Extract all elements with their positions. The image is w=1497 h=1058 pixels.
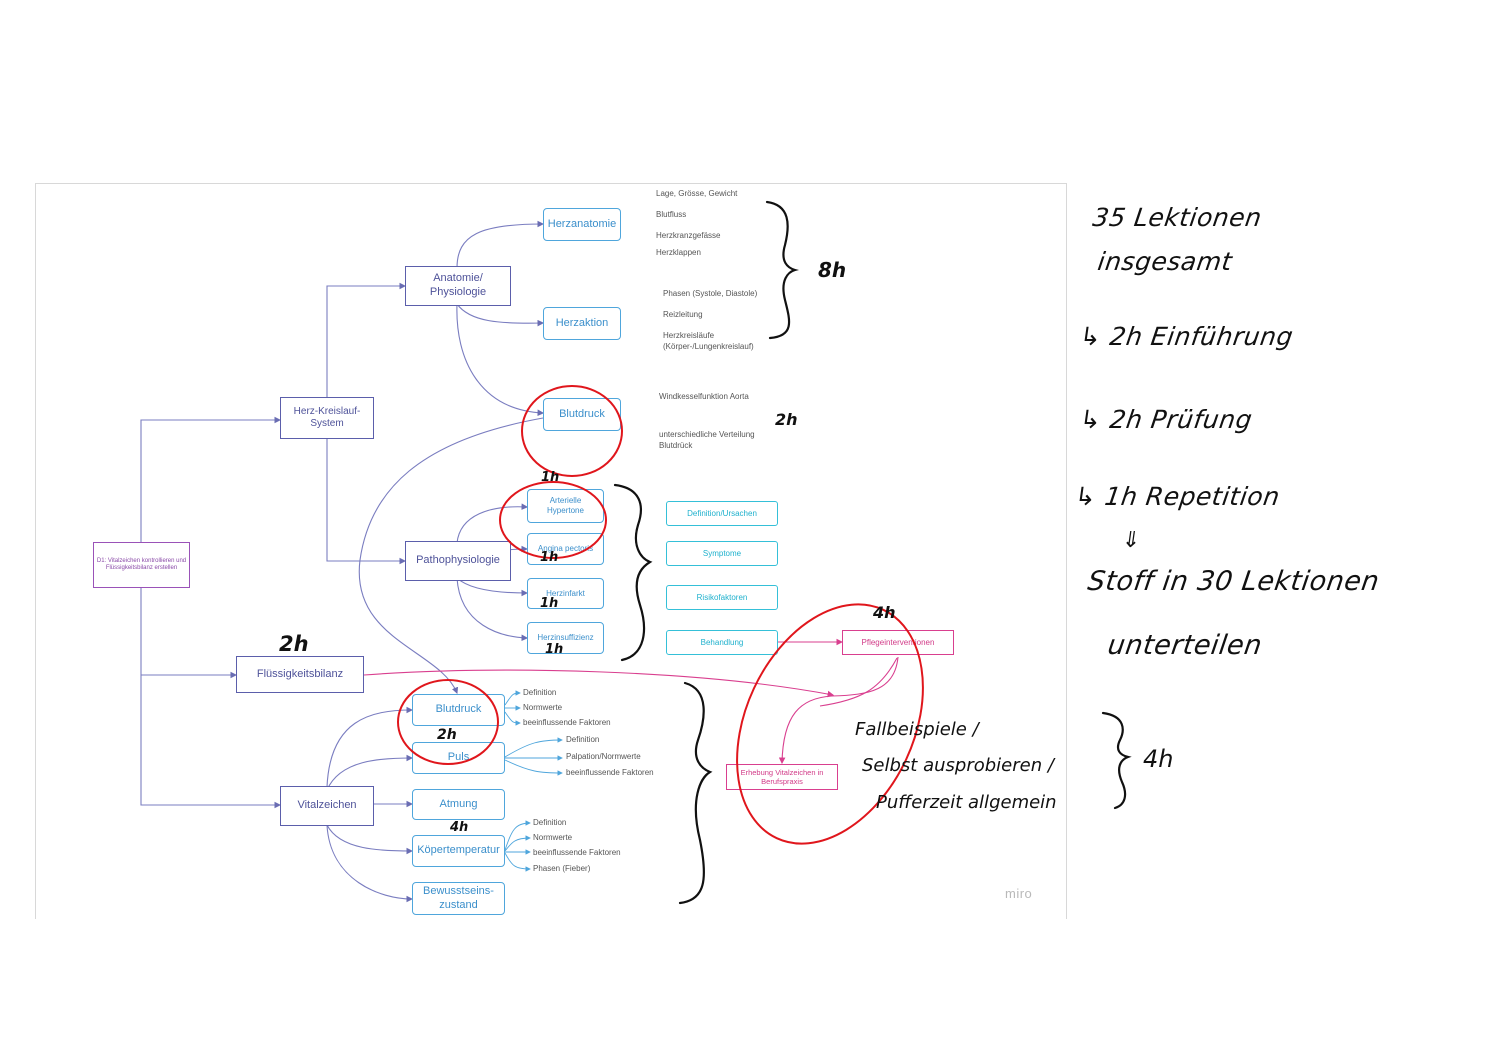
node-herz-kreislauf[interactable]: Herz-Kreislauf- System — [280, 397, 374, 439]
note-repetition: ↳ 1h Repetition — [1072, 482, 1282, 511]
label-kt-phasen: Phasen (Fieber) — [533, 864, 591, 873]
note-35-lektionen: 35 Lektionen — [1090, 203, 1264, 232]
hand-1h-herzinfarkt: 1h — [540, 596, 559, 611]
node-atmung[interactable]: Atmung — [412, 789, 505, 820]
label-herzkreislaeufe: Herzkreisläufe (Körper-/Lungenkreislauf) — [663, 331, 754, 351]
node-herzinsuffizienz[interactable]: Herzinsuffizienz — [527, 622, 604, 654]
label-herzklappen: Herzklappen — [656, 248, 701, 257]
hand-selbst-ausprobieren: Selbst ausprobieren / — [862, 755, 1054, 776]
label-lage: Lage, Grösse, Gewicht — [656, 189, 738, 198]
label-bd-definition: Definition — [523, 688, 557, 697]
label-reizleitung: Reizleitung — [663, 310, 703, 319]
node-blutdruck-top[interactable]: Blutdruck — [543, 398, 621, 431]
brace-vital — [678, 681, 713, 905]
node-pflegeinterventionen[interactable]: Pflegeinterventionen — [842, 630, 954, 655]
brace-patho — [613, 483, 653, 662]
hand-4h-pflege: 4h — [873, 603, 896, 622]
node-herzaktion[interactable]: Herzaktion — [543, 307, 621, 340]
note-insgesamt: insgesamt — [1095, 247, 1235, 276]
node-anatomie[interactable]: Anatomie/ Physiologie — [405, 266, 511, 306]
label-kt-definition: Definition — [533, 818, 567, 827]
brace-anatomie — [765, 200, 799, 340]
hand-2h-blutdruck: 2h — [775, 410, 798, 429]
label-puls-definition: Definition — [566, 735, 600, 744]
label-kt-normwerte: Normwerte — [533, 833, 573, 842]
red-circle-blutdruck-vital — [397, 679, 499, 765]
root-node[interactable]: D1: Vitalzeichen kontrollieren und Flüss… — [93, 542, 190, 588]
node-pathophysiologie[interactable]: Pathophysiologie — [405, 541, 511, 581]
node-vitalzeichen[interactable]: Vitalzeichen — [280, 786, 374, 826]
label-kt-faktoren: beeinflussende Faktoren — [533, 848, 621, 857]
note-stoff: Stoff in 30 Lektionen — [1085, 566, 1382, 597]
label-blutfluss: Blutfluss — [656, 210, 687, 219]
hand-fallbeispiele: Fallbeispiele / — [855, 719, 979, 740]
note-pruefung: ↳ 2h Prüfung — [1077, 405, 1255, 434]
node-erhebung-vitalzeichen[interactable]: Erhebung Vitalzeichen in Berufspraxis — [726, 764, 838, 790]
hand-8h: 8h — [818, 258, 847, 282]
node-angina-pectoris[interactable]: Angina pectoris — [527, 533, 604, 565]
node-bewusstseinszustand[interactable]: Bewusstseins- zustand — [412, 882, 505, 915]
brace-fall — [1101, 711, 1132, 810]
node-symptome[interactable]: Symptome — [666, 541, 778, 566]
hand-2h-blutdruck-vital: 2h — [437, 727, 457, 743]
label-windkessel: Windkesselfunktion Aorta — [659, 392, 749, 401]
hand-4h-fall: 4h — [1143, 745, 1174, 773]
hand-4h-koerper: 4h — [450, 820, 469, 835]
node-behandlung[interactable]: Behandlung — [666, 630, 778, 655]
node-puls[interactable]: Puls — [412, 742, 505, 774]
red-circle-hypertonie — [499, 481, 607, 559]
node-herzinfarkt[interactable]: Herzinfarkt — [527, 578, 604, 609]
label-puls-palpation: Palpation/Normwerte — [566, 752, 641, 761]
hand-pufferzeit: Pufferzeit allgemein — [876, 792, 1057, 813]
hand-2h-fluessigkeit: 2h — [279, 632, 309, 656]
red-circle-blutdruck-top — [521, 385, 623, 477]
label-verteilung: unterschiedliche Verteilung Blutdrück — [659, 430, 755, 450]
label-herzkranzgefaesse: Herzkranzgefässe — [656, 231, 721, 240]
node-koerpertemperatur[interactable]: Köpertemperatur — [412, 835, 505, 867]
node-herzanatomie[interactable]: Herzanatomie — [543, 208, 621, 241]
label-bd-normwerte: Normwerte — [523, 703, 563, 712]
note-unterteilen: unterteilen — [1105, 630, 1265, 661]
label-phasen: Phasen (Systole, Diastole) — [663, 289, 758, 298]
note-arrow: ⇓ — [1120, 528, 1143, 553]
node-definition-ursachen[interactable]: Definition/Ursachen — [666, 501, 778, 526]
label-puls-faktoren: beeinflussende Faktoren — [566, 768, 654, 777]
label-bd-faktoren: beeinflussende Faktoren — [523, 718, 611, 727]
miro-watermark: miro — [1005, 886, 1033, 901]
hand-1h-herzinsuffizienz: 1h — [545, 642, 564, 657]
node-fluessigkeitsbilanz[interactable]: Flüssigkeitsbilanz — [236, 656, 364, 693]
hand-1h-hypertonie: 1h — [541, 470, 560, 485]
node-blutdruck-vital[interactable]: Blutdruck — [412, 694, 505, 726]
node-risikofaktoren[interactable]: Risikofaktoren — [666, 585, 778, 610]
note-einfuehrung: ↳ 2h Einführung — [1077, 322, 1296, 351]
red-circle-pflege — [736, 603, 924, 845]
hand-1h-angina: 1h — [540, 550, 559, 565]
